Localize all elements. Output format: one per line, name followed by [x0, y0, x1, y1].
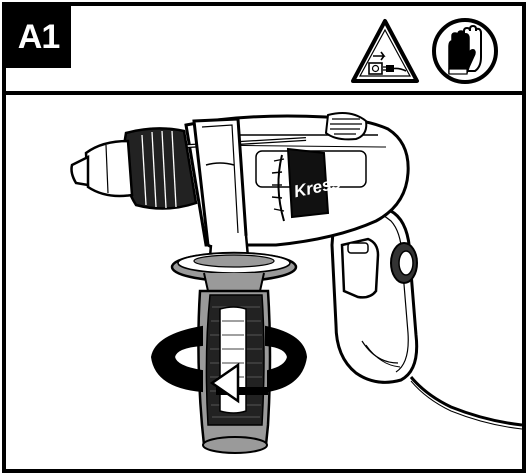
protective-gloves-icon — [432, 18, 498, 84]
unplug-warning-icon — [351, 19, 419, 83]
handle-clamp — [192, 117, 250, 259]
lock-button — [390, 242, 418, 284]
drill-illustration: Kress — [70, 112, 522, 454]
power-cord — [409, 376, 522, 427]
trigger-switch — [340, 237, 380, 299]
figure-badge: A1 — [6, 6, 71, 68]
figure-header: A1 — [6, 6, 522, 95]
rotate-handle-arrow-icon — [150, 325, 308, 404]
side-handle[interactable] — [170, 251, 298, 454]
drill-chuck — [70, 127, 198, 210]
